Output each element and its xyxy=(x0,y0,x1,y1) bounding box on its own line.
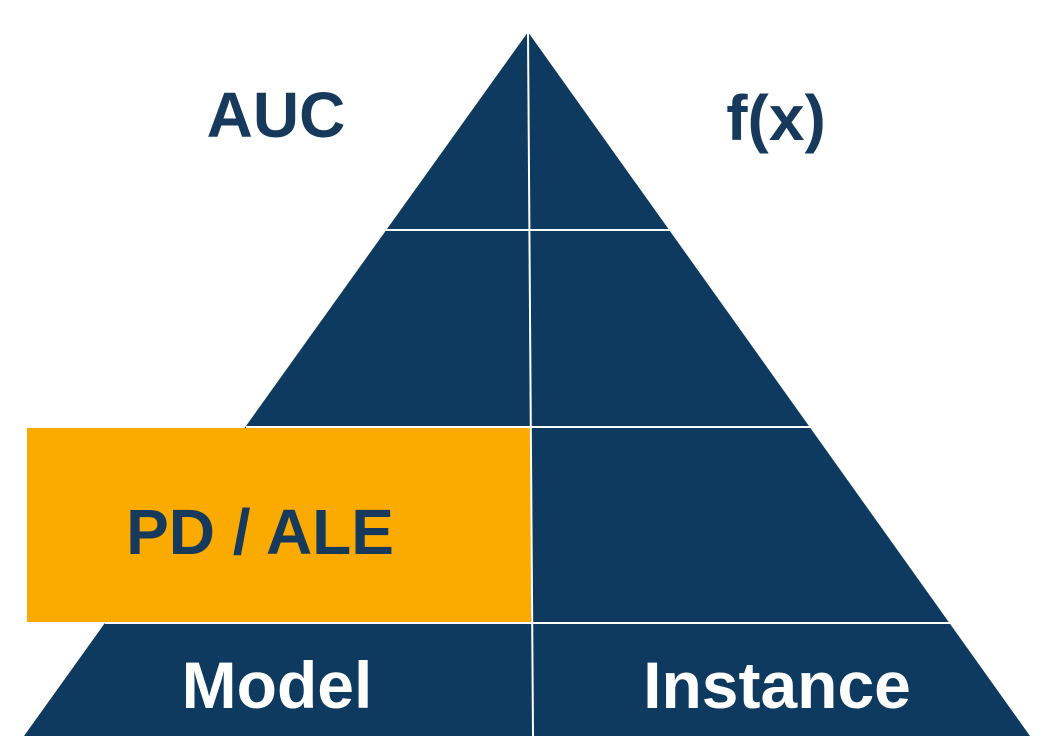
pd-ale-highlight-box xyxy=(27,428,531,622)
pd-ale-label: PD / ALE xyxy=(126,496,394,568)
fx-label: f(x) xyxy=(726,82,826,154)
center-divider xyxy=(527,31,534,737)
instance-label: Instance xyxy=(643,648,911,722)
auc-label: AUC xyxy=(207,79,346,151)
model-label: Model xyxy=(182,648,373,722)
pyramid-shape xyxy=(24,32,1030,736)
